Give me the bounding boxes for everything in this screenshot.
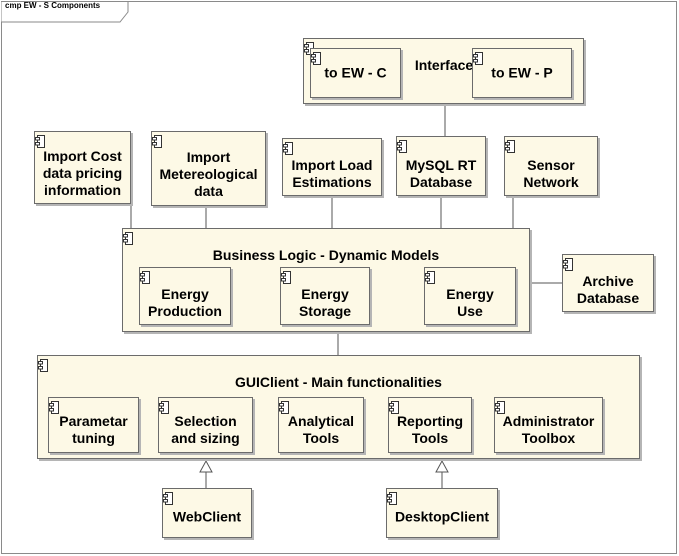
webclient-label: WebClient — [172, 508, 242, 525]
import-meteo-component[interactable]: Import Metereological data — [151, 131, 266, 206]
energy-use-component[interactable]: Energy Use — [424, 267, 516, 325]
analytical-tools-label: Analytical Tools — [287, 413, 355, 446]
realization-arrow-desktopclient — [435, 459, 449, 473]
reporting-tools-label: Reporting Tools — [396, 413, 464, 446]
frame-tab — [1, 1, 129, 23]
component-icon — [505, 140, 515, 153]
import-meteo-label: Import Metereological data — [159, 149, 258, 199]
interface-component[interactable]: Interface to EW - C to EW - P — [303, 38, 584, 104]
webclient-component[interactable]: WebClient — [162, 488, 252, 538]
component-icon — [387, 492, 397, 505]
component-icon — [152, 135, 162, 148]
energy-production-label: Energy Production — [148, 286, 222, 319]
import-cost-label: Import Cost data pricing information — [42, 148, 123, 198]
administrator-toolbox-component[interactable]: Administrator Toolbox — [494, 397, 603, 453]
to-ew-p-component[interactable]: to EW - P — [472, 48, 572, 98]
to-ew-c-component[interactable]: to EW - C — [310, 48, 401, 98]
component-icon — [35, 135, 45, 148]
component-icon — [279, 401, 289, 414]
component-icon — [38, 359, 48, 372]
parametar-tuning-label: Parametar tuning — [59, 413, 128, 446]
parametar-tuning-component[interactable]: Parametar tuning — [48, 397, 139, 453]
component-icon — [283, 142, 293, 155]
energy-storage-component[interactable]: Energy Storage — [280, 267, 370, 325]
selection-sizing-label: Selection and sizing — [171, 413, 240, 446]
import-load-component[interactable]: Import Load Estimations — [282, 138, 382, 196]
energy-production-component[interactable]: Energy Production — [139, 267, 231, 325]
import-load-label: Import Load Estimations — [291, 157, 373, 190]
archive-database-component[interactable]: Archive Database — [562, 254, 654, 312]
energy-storage-label: Energy Storage — [298, 286, 352, 319]
component-icon — [473, 52, 483, 65]
component-icon — [163, 492, 173, 505]
interface-label: Interface — [414, 57, 474, 73]
analytical-tools-component[interactable]: Analytical Tools — [278, 397, 364, 453]
component-icon — [397, 140, 407, 153]
component-icon — [159, 401, 169, 414]
component-icon — [389, 401, 399, 414]
component-icon — [311, 52, 321, 65]
import-cost-component[interactable]: Import Cost data pricing information — [34, 131, 131, 204]
component-icon — [563, 258, 573, 271]
administrator-toolbox-label: Administrator Toolbox — [502, 413, 595, 446]
mysql-rt-component[interactable]: MySQL RT Database — [396, 136, 486, 196]
mysql-rt-label: MySQL RT Database — [405, 157, 477, 190]
to-ew-c-label: to EW - C — [324, 64, 387, 81]
selection-sizing-component[interactable]: Selection and sizing — [158, 397, 253, 453]
frame-title: cmp EW - S Components — [5, 1, 101, 10]
business-logic-label: Business Logic - Dynamic Models — [212, 247, 440, 263]
realization-arrow-webclient — [199, 459, 213, 473]
guiclient-component[interactable]: GUIClient - Main functionalities Paramet… — [37, 355, 640, 459]
desktopclient-label: DesktopClient — [394, 508, 490, 525]
sensor-network-component[interactable]: Sensor Network — [504, 136, 598, 196]
component-icon — [281, 271, 291, 284]
business-logic-component[interactable]: Business Logic - Dynamic Models Energy P… — [122, 228, 530, 332]
component-icon — [425, 271, 435, 284]
reporting-tools-component[interactable]: Reporting Tools — [388, 397, 472, 453]
sensor-network-label: Sensor Network — [523, 157, 579, 190]
component-icon — [123, 232, 133, 245]
guiclient-label: GUIClient - Main functionalities — [235, 374, 442, 390]
component-icon — [49, 401, 59, 414]
desktopclient-component[interactable]: DesktopClient — [386, 488, 498, 538]
energy-use-label: Energy Use — [446, 286, 494, 319]
component-icon — [140, 271, 150, 284]
archive-database-label: Archive Database — [576, 273, 640, 306]
to-ew-p-label: to EW - P — [491, 64, 553, 81]
component-icon — [495, 401, 505, 414]
